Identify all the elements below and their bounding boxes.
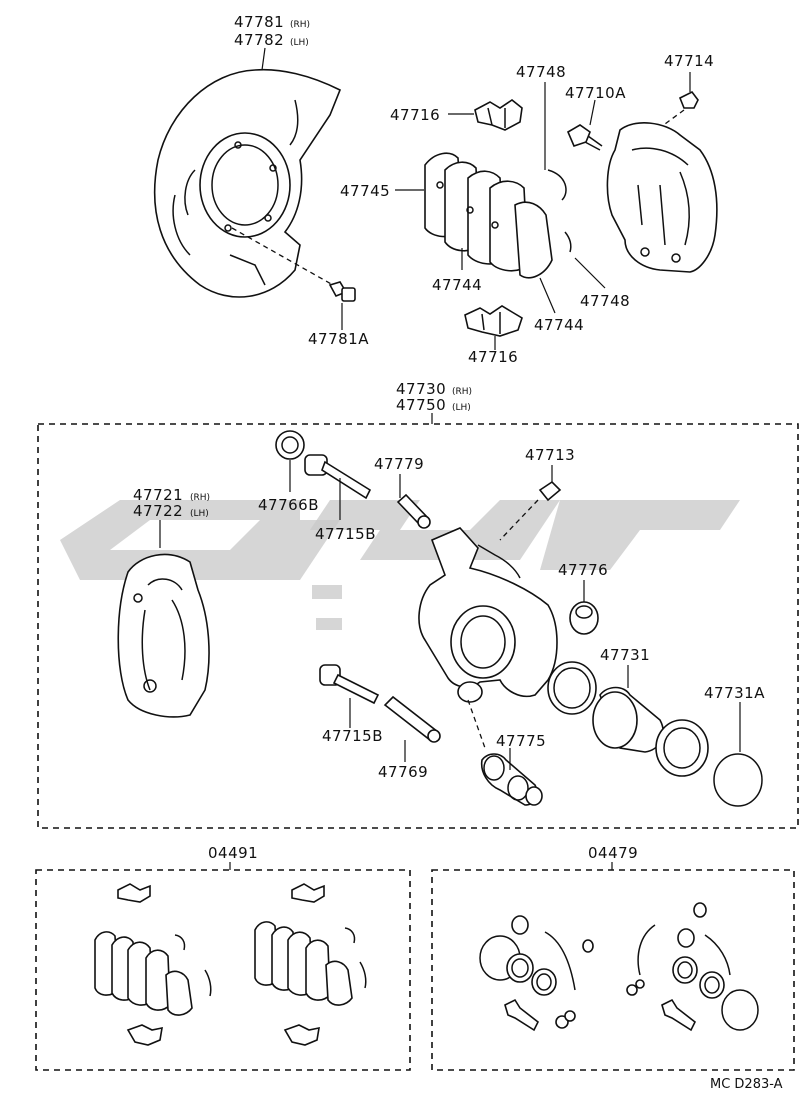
- label-47748-top: 47748: [516, 63, 566, 81]
- piston-seal: [547, 661, 597, 715]
- bolt-47710A: [566, 124, 603, 151]
- label-47721: 47721: [133, 486, 183, 504]
- set-ring-47731A: [713, 753, 763, 807]
- label-47716-top: 47716: [390, 106, 440, 124]
- label-47722-lh: (LH): [190, 509, 209, 519]
- wear-indicator-bottom: [564, 231, 572, 253]
- caliper-top: [606, 122, 718, 273]
- label-47722: 47722: [133, 502, 183, 520]
- pin-47769: [383, 695, 441, 743]
- label-47716-bottom: 47716: [468, 348, 518, 366]
- label-47715B-bottom: 47715B: [322, 727, 383, 745]
- anti-rattle-clip-top: [474, 99, 523, 131]
- label-47750-lh: (LH): [452, 403, 471, 413]
- label-47766B: 47766B: [258, 496, 319, 514]
- piston-boot: [655, 719, 709, 777]
- bolt-47781A: [328, 281, 356, 302]
- label-47782-lh: (LH): [290, 38, 309, 48]
- label-04479: 04479: [588, 844, 638, 862]
- label-47782: 47782: [234, 31, 284, 49]
- pin-47779: [396, 493, 431, 529]
- seal-kit-parts: [479, 902, 759, 1032]
- piston-47731: [592, 686, 664, 753]
- anti-rattle-clip-bottom: [464, 305, 523, 337]
- pad-kit-box: [35, 869, 411, 1071]
- bolt-47715B-bottom: [319, 664, 380, 705]
- watermark-logo: [60, 500, 740, 630]
- label-47781-rh: (RH): [290, 20, 310, 30]
- label-47781A: 47781A: [308, 330, 369, 348]
- support-plate-47721: [117, 553, 210, 718]
- boot-47766B: [275, 430, 305, 460]
- label-47730: 47730: [396, 380, 446, 398]
- label-47748-bottom: 47748: [580, 292, 630, 310]
- label-47750: 47750: [396, 396, 446, 414]
- label-47731: 47731: [600, 646, 650, 664]
- label-47731A: 47731A: [704, 684, 765, 702]
- label-04491: 04491: [208, 844, 258, 862]
- label-47744-b: 47744: [534, 316, 584, 334]
- dust-cover-plate: [153, 68, 342, 298]
- label-47776: 47776: [558, 561, 608, 579]
- label-47745: 47745: [340, 182, 390, 200]
- wear-indicator-top: [547, 169, 567, 201]
- label-47714: 47714: [664, 52, 714, 70]
- label-47730-rh: (RH): [452, 387, 472, 397]
- caliper-assembly-box: [37, 423, 799, 829]
- bushing-47776: [569, 601, 599, 635]
- bushing-47775: [480, 753, 543, 806]
- seal-kit-box: [431, 869, 795, 1071]
- cap-47714: [678, 90, 699, 109]
- brake-pad-set-top: [424, 152, 553, 279]
- label-47715B-top: 47715B: [315, 525, 376, 543]
- label-47721-rh: (RH): [190, 493, 210, 503]
- label-47713: 47713: [525, 446, 575, 464]
- bolt-47715B-top: [304, 454, 372, 500]
- label-47775: 47775: [496, 732, 546, 750]
- label-47710A: 47710A: [565, 84, 626, 102]
- label-47769: 47769: [378, 763, 428, 781]
- label-47779: 47779: [374, 455, 424, 473]
- label-47744-a: 47744: [432, 276, 482, 294]
- bleeder-47713: [538, 480, 562, 502]
- diagram-code: MC D283-A: [710, 1077, 783, 1092]
- caliper-cylinder: [418, 527, 558, 703]
- pad-kit-parts: [94, 883, 367, 1046]
- label-47781: 47781: [234, 13, 284, 31]
